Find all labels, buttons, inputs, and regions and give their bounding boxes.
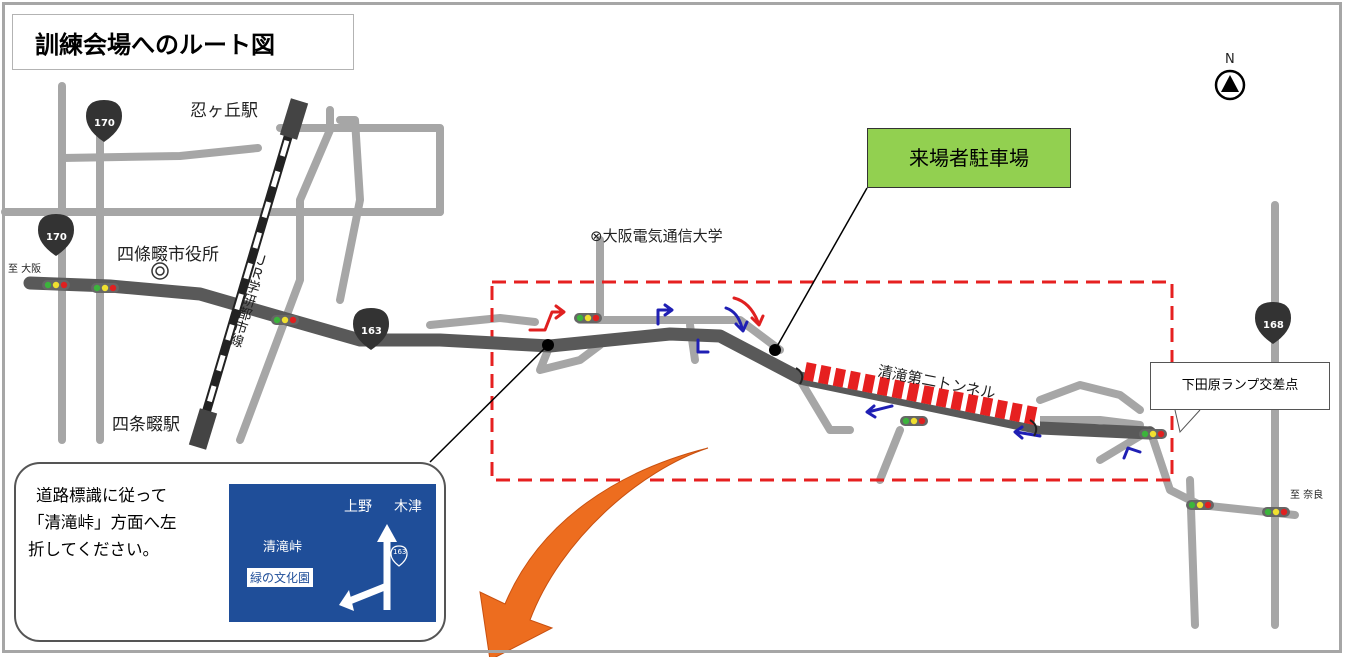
sign-midori: 緑の文化園 bbox=[247, 568, 314, 587]
university-label: ⊗大阪電気通信大学 bbox=[590, 227, 723, 245]
traffic-light bbox=[574, 313, 602, 323]
road-sign-arrows bbox=[339, 524, 408, 611]
road-diag bbox=[236, 106, 334, 444]
route-168-shield bbox=[1255, 302, 1291, 344]
blue-arrow-3 bbox=[696, 338, 710, 354]
sign-kiyotaki: 清滝峠 bbox=[263, 540, 303, 555]
red-arrow-right bbox=[732, 296, 760, 324]
shijonawate-station-label: 四条畷駅 bbox=[112, 415, 180, 435]
route-170-top-label: 170 bbox=[94, 118, 115, 129]
road-tunnel-side bbox=[796, 376, 854, 434]
road-upper bbox=[576, 316, 784, 354]
traffic-light bbox=[271, 315, 299, 325]
red-arrow-left bbox=[528, 310, 564, 332]
callout-pointer bbox=[429, 344, 549, 463]
ramp-pointer bbox=[1174, 409, 1201, 434]
shinobugaoka-station-mark bbox=[279, 98, 309, 140]
road-south bbox=[876, 426, 904, 484]
road-ramp-loop bbox=[1036, 381, 1144, 414]
blue-arrow-1 bbox=[656, 308, 672, 326]
blue-arrow-5 bbox=[1014, 430, 1042, 438]
route-170-shield-left bbox=[38, 214, 74, 256]
rail-dash bbox=[195, 109, 299, 441]
sign-ueno: 上野 bbox=[344, 499, 372, 515]
orange-arrow-icon bbox=[479, 447, 709, 657]
road-nara bbox=[1146, 426, 1299, 519]
parking-dot bbox=[769, 344, 781, 356]
parking-pointer bbox=[774, 187, 868, 351]
to-osaka-label: 至 大阪 bbox=[8, 264, 42, 275]
route-170-shield-top bbox=[86, 100, 122, 142]
blue-arrow-2 bbox=[724, 306, 744, 330]
callout-text: 道路標識に従って 「清滝峠」方面へ左 折してください。 bbox=[28, 482, 228, 563]
north-label: N bbox=[1225, 52, 1235, 67]
blue-arrow-6 bbox=[1122, 446, 1142, 460]
callout-line-3: 折してください。 bbox=[28, 540, 160, 559]
traffic-lights bbox=[42, 280, 1290, 517]
road-ramp-loop2 bbox=[1036, 416, 1144, 429]
callout-line-1: 道路標識に従って bbox=[36, 486, 168, 505]
shinobugaoka-station-label: 忍ヶ丘駅 bbox=[190, 101, 258, 121]
to-nara-label: 至 奈良 bbox=[1290, 490, 1324, 501]
route-shields bbox=[38, 100, 1291, 350]
parking-label: 来場者駐車場 bbox=[867, 128, 1071, 188]
route-170-left-label: 170 bbox=[46, 232, 67, 243]
sign-route-number: 163 bbox=[393, 548, 407, 556]
traffic-light bbox=[900, 416, 928, 426]
direction-arrows bbox=[528, 296, 1142, 460]
route-163-shield bbox=[353, 308, 389, 350]
page-title: 訓練会場へのルート図 bbox=[12, 14, 354, 70]
traffic-light bbox=[42, 280, 70, 290]
shijonawate-station-mark bbox=[188, 408, 218, 450]
sign-kizu: 木津 bbox=[394, 499, 422, 515]
traffic-light bbox=[91, 283, 119, 293]
blue-arrow-4 bbox=[866, 404, 894, 414]
route-163-label: 163 bbox=[361, 326, 382, 337]
sign-route-shield bbox=[390, 545, 408, 567]
junction-dot bbox=[542, 339, 554, 351]
city-hall-icon bbox=[151, 262, 169, 280]
callout-line-2: 「清滝峠」方面へ左 bbox=[28, 513, 177, 532]
ramp-label: 下田原ランプ交差点 bbox=[1150, 362, 1330, 410]
traffic-light bbox=[1186, 500, 1214, 510]
traffic-light bbox=[1139, 429, 1167, 439]
city-hall-label: 四條畷市役所 bbox=[117, 245, 219, 265]
road-sign: 上野 木津 清滝峠 緑の文化園 163 bbox=[229, 484, 436, 622]
road-loop-b bbox=[536, 341, 604, 374]
tunnel bbox=[803, 362, 1042, 426]
road-left-loop bbox=[426, 314, 539, 329]
road-diag2 bbox=[336, 116, 364, 304]
road-h1 bbox=[58, 144, 262, 162]
route-168-label: 168 bbox=[1263, 320, 1284, 331]
traffic-light bbox=[1262, 507, 1290, 517]
